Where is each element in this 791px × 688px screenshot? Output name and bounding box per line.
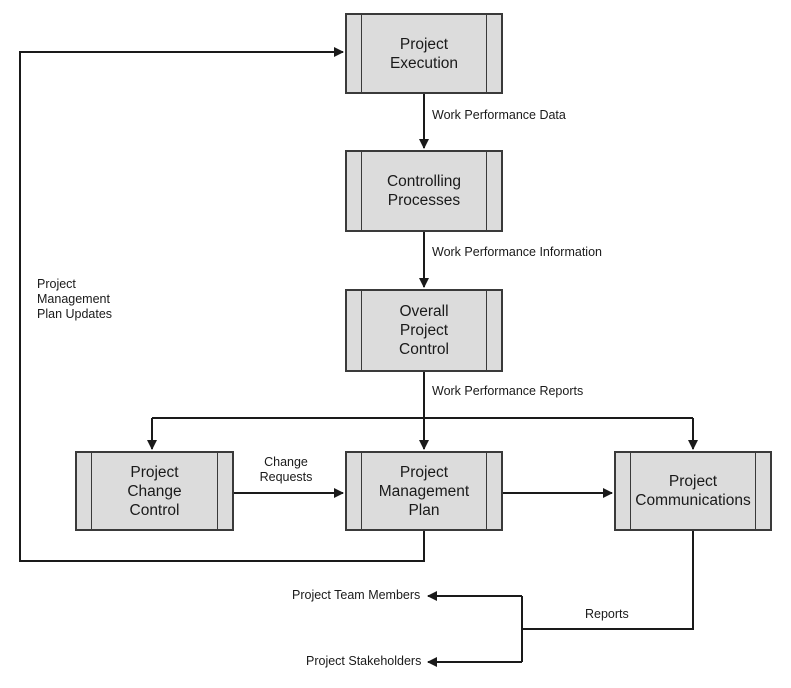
overall-project-control-box: Overall Project Control [345,289,503,372]
output-team-members: Project Team Members [292,588,421,602]
controlling-processes-box: Controlling Processes [345,150,503,232]
project-execution-label: Project Execution [389,35,459,72]
output-stakeholders: Project Stakeholders [306,654,422,668]
project-change-control-box: Project Change Control [75,451,234,531]
connector-reports [522,531,694,630]
project-change-control-label: Project Change Control [127,463,182,519]
label-plan-updates: Project Management Plan Updates [37,277,113,321]
project-management-plan-label: Project Management Plan [378,463,470,519]
label-work-performance-data: Work Performance Data [432,108,566,122]
label-work-performance-information: Work Performance Information [432,245,602,259]
label-change-requests: Change Requests [259,455,313,484]
project-management-plan-box: Project Management Plan [345,451,503,531]
project-communications-box: Project Communications [614,451,772,531]
controlling-processes-label: Controlling Processes [386,173,462,209]
label-reports: Reports [585,607,629,621]
project-communications-label: Project Communications [635,473,751,509]
project-execution-box: Project Execution [345,13,503,94]
arrow-plan-updates-loop [19,47,425,562]
overall-project-control-label: Overall Project Control [399,303,449,358]
label-work-performance-reports: Work Performance Reports [432,384,584,398]
